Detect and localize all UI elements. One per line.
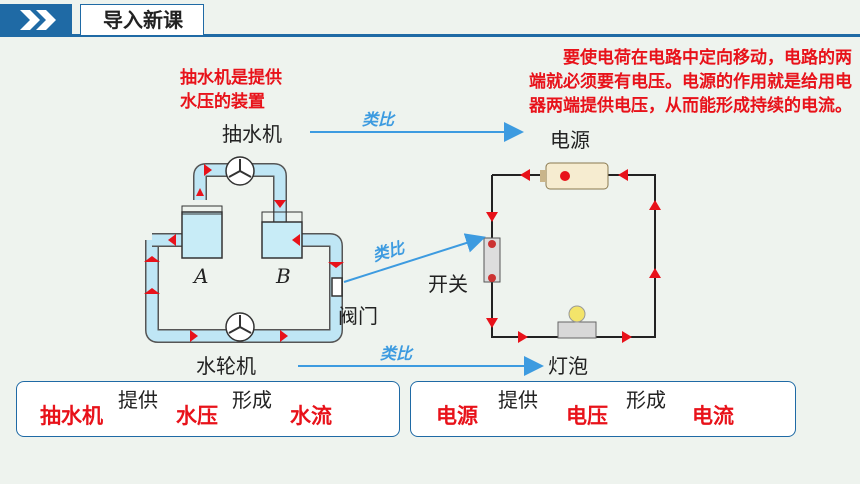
label-valve: 阀门	[338, 304, 378, 328]
electric-chain-c: 电流	[692, 404, 734, 428]
tank-a	[181, 205, 223, 259]
water-chain-op1: 提供	[118, 388, 158, 412]
header-bar: 导入新课	[0, 0, 860, 40]
analogy-label-top: 类比	[362, 110, 395, 129]
analogy-label-bottom: 类比	[380, 344, 413, 363]
water-chain-a: 抽水机	[40, 404, 103, 428]
power-note-line3: 器两端提供电压，从而能形成持续的电流。	[529, 96, 852, 116]
pump-note: 抽水机是提供 水压的装置	[180, 66, 282, 114]
electric-chain-box	[410, 381, 796, 437]
water-chain-b: 水压	[176, 404, 218, 428]
label-switch: 开关	[428, 272, 468, 296]
water-chain-op2: 形成	[232, 388, 272, 412]
battery-icon	[540, 162, 609, 190]
water-chain-c: 水流	[290, 404, 332, 428]
power-note: 要使电荷在电路中定向移动，电路的两 端就必须要有电压。电源的作用就是给用电 器两…	[422, 46, 852, 118]
electric-chain-op2: 形成	[626, 388, 666, 412]
analogy-arrow-mid	[343, 233, 486, 283]
pump-note-line1: 抽水机是提供	[180, 68, 282, 88]
label-pump: 抽水机	[222, 122, 282, 146]
electric-chain-a: 电源	[436, 404, 478, 428]
double-chevron-icon	[0, 4, 72, 36]
circuit-flow-arrows	[486, 169, 661, 343]
valve-icon	[331, 277, 343, 297]
pump-icon	[225, 156, 255, 186]
water-chain-box	[16, 381, 400, 437]
water-pipe	[145, 163, 343, 343]
page-title: 导入新课	[103, 8, 183, 32]
title-box: 导入新课	[80, 4, 204, 36]
electric-chain-b: 电压	[566, 404, 608, 428]
pump-note-line2: 水压的装置	[180, 92, 265, 112]
label-tank-a: A	[194, 264, 209, 288]
bulb-icon	[557, 305, 597, 339]
electric-chain-op1: 提供	[498, 388, 538, 412]
label-source: 电源	[550, 128, 590, 152]
power-note-line2: 端就必须要有电压。电源的作用就是给用电	[529, 72, 852, 92]
switch-icon	[483, 237, 501, 283]
turbine-icon	[225, 312, 255, 342]
header-band	[0, 34, 860, 37]
label-bulb: 灯泡	[548, 354, 588, 378]
power-note-line1: 要使电荷在电路中定向移动，电路的两	[563, 48, 852, 68]
label-turbine: 水轮机	[196, 354, 256, 378]
water-flow-arrows	[144, 164, 344, 342]
label-tank-b: B	[276, 264, 291, 288]
